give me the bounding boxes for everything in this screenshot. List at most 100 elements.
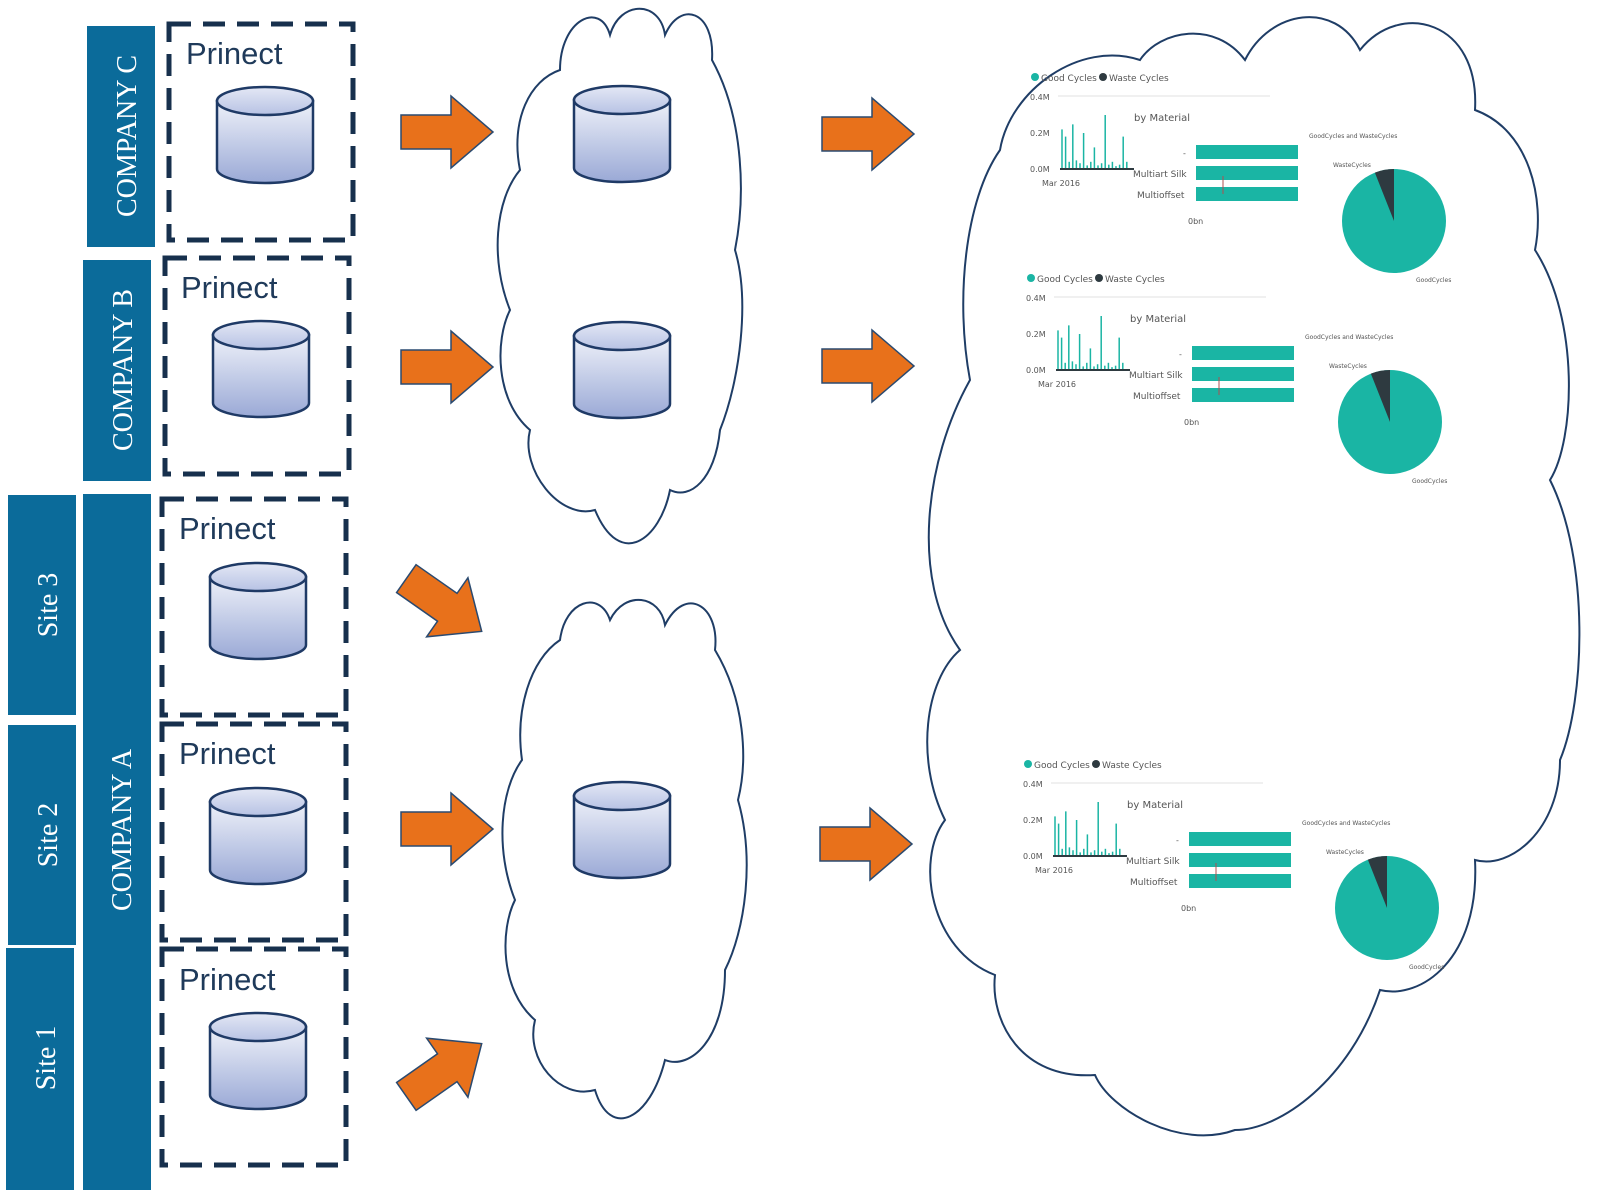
legend-waste-swatch [1092, 760, 1100, 768]
legend-good-label: Good Cycles [1037, 275, 1093, 285]
material-bar [1196, 166, 1298, 180]
legend-waste-swatch [1099, 73, 1107, 81]
y-tick-label: 0.2M [1030, 129, 1050, 138]
material-bar [1196, 145, 1298, 159]
bar-category-label: Multiart Silk [1133, 170, 1187, 180]
prinect-box-company-b: Prinect [162, 255, 352, 477]
pie-title: GoodCycles and WasteCycles [1302, 820, 1390, 827]
cloud-database-icon [572, 84, 672, 184]
company-c-label: COMPANY C [112, 55, 143, 217]
cloud-top [496, 7, 744, 545]
pie-slice-waste [1374, 169, 1394, 221]
material-bar [1192, 367, 1294, 381]
bar-dash-label: - [1176, 836, 1179, 845]
prinect-box-site-3: Prinect [159, 496, 349, 718]
bar-category-label: Multioffset [1137, 191, 1185, 201]
prinect-label: Prinect [179, 511, 276, 546]
site-2-band: Site 2 [8, 725, 76, 945]
bar-chart-title: by Material [1134, 113, 1190, 124]
bar-chart-title: by Material [1127, 800, 1183, 811]
x-axis-label: Mar 2016 [1035, 866, 1073, 875]
bar-dash-label: - [1183, 149, 1186, 158]
company-c-band: COMPANY C [87, 26, 155, 247]
database-icon [215, 85, 315, 185]
legend-good-label: Good Cycles [1041, 74, 1097, 84]
arrow-down-right-icon [384, 548, 504, 662]
prinect-box-site-2: Prinect [159, 721, 349, 943]
pie-good-label: GoodCycles [1412, 478, 1447, 485]
prinect-label: Prinect [181, 270, 278, 305]
pie-title: GoodCycles and WasteCycles [1305, 334, 1393, 341]
y-tick-label: 0.0M [1026, 366, 1046, 375]
legend-waste-label: Waste Cycles [1102, 761, 1162, 771]
material-bar [1189, 853, 1291, 867]
pie-good-label: GoodCycles [1409, 964, 1444, 971]
cloud-right [926, 16, 1581, 1137]
legend-good-swatch [1027, 274, 1035, 282]
legend-waste-swatch [1095, 274, 1103, 282]
prinect-label: Prinect [186, 36, 283, 71]
database-icon [208, 561, 308, 661]
arrow-right-icon [400, 792, 494, 866]
company-a-label: COMPANY A [107, 748, 138, 911]
database-icon [208, 1011, 308, 1111]
pie-waste-label: WasteCycles [1333, 162, 1371, 169]
arrow-right-icon [400, 330, 494, 404]
legend-good-label: Good Cycles [1034, 761, 1090, 771]
bar-axis-label: 0bn [1181, 904, 1196, 913]
prinect-label: Prinect [179, 736, 276, 771]
company-b-band: COMPANY B [83, 260, 151, 481]
arrow-right-icon [400, 95, 494, 169]
site-2-label: Site 2 [33, 803, 64, 868]
material-bar [1192, 346, 1294, 360]
arrow-right-icon [819, 807, 913, 881]
site-1-band: Site 1 [6, 948, 74, 1190]
pie-slice-waste [1370, 370, 1390, 422]
bar-category-label: Multioffset [1133, 392, 1181, 402]
x-axis-label: Mar 2016 [1042, 179, 1080, 188]
cloud-database-icon [572, 780, 672, 880]
arrow-right-icon [821, 329, 915, 403]
bar-axis-label: 0bn [1188, 217, 1203, 226]
bar-category-label: Multioffset [1130, 878, 1178, 888]
cloud-bottom [501, 599, 748, 1120]
bar-axis-label: 0bn [1184, 418, 1199, 427]
arrow-right-icon [821, 97, 915, 171]
prinect-box-site-1: Prinect [159, 946, 349, 1168]
y-tick-label: 0.0M [1030, 165, 1050, 174]
y-tick-label: 0.4M [1030, 93, 1050, 102]
material-bar [1192, 388, 1294, 402]
arrow-up-right-icon [384, 1013, 504, 1127]
site-1-label: Site 1 [31, 1026, 62, 1091]
material-bar [1189, 874, 1291, 888]
x-axis-label: Mar 2016 [1038, 380, 1076, 389]
y-tick-label: 0.2M [1023, 816, 1043, 825]
prinect-label: Prinect [179, 962, 276, 997]
y-tick-label: 0.4M [1023, 780, 1043, 789]
company-a-band: COMPANY A [83, 494, 151, 1190]
pie-good-label: GoodCycles [1416, 277, 1451, 284]
bar-chart-title: by Material [1130, 314, 1186, 325]
company-b-label: COMPANY B [108, 289, 139, 451]
bar-category-label: Multiart Silk [1126, 857, 1180, 867]
cloud-database-icon [572, 320, 672, 420]
material-bar [1196, 187, 1298, 201]
pie-title: GoodCycles and WasteCycles [1309, 133, 1397, 140]
y-tick-label: 0.0M [1023, 852, 1043, 861]
database-icon [211, 319, 311, 419]
bar-dash-label: - [1179, 350, 1182, 359]
database-icon [208, 786, 308, 886]
legend-waste-label: Waste Cycles [1109, 74, 1169, 84]
y-tick-label: 0.2M [1026, 330, 1046, 339]
pie-waste-label: WasteCycles [1326, 849, 1364, 856]
prinect-box-company-c: Prinect [166, 21, 356, 243]
dashboard-panel: Good Cycles Waste Cycles 0.4M 0.2M 0.0M Mar 2… [1023, 760, 1444, 971]
bar-category-label: Multiart Silk [1129, 371, 1183, 381]
pie-waste-label: WasteCycles [1329, 363, 1367, 370]
pie-slice-waste [1367, 856, 1387, 908]
material-bar [1189, 832, 1291, 846]
legend-waste-label: Waste Cycles [1105, 275, 1165, 285]
legend-good-swatch [1031, 73, 1039, 81]
